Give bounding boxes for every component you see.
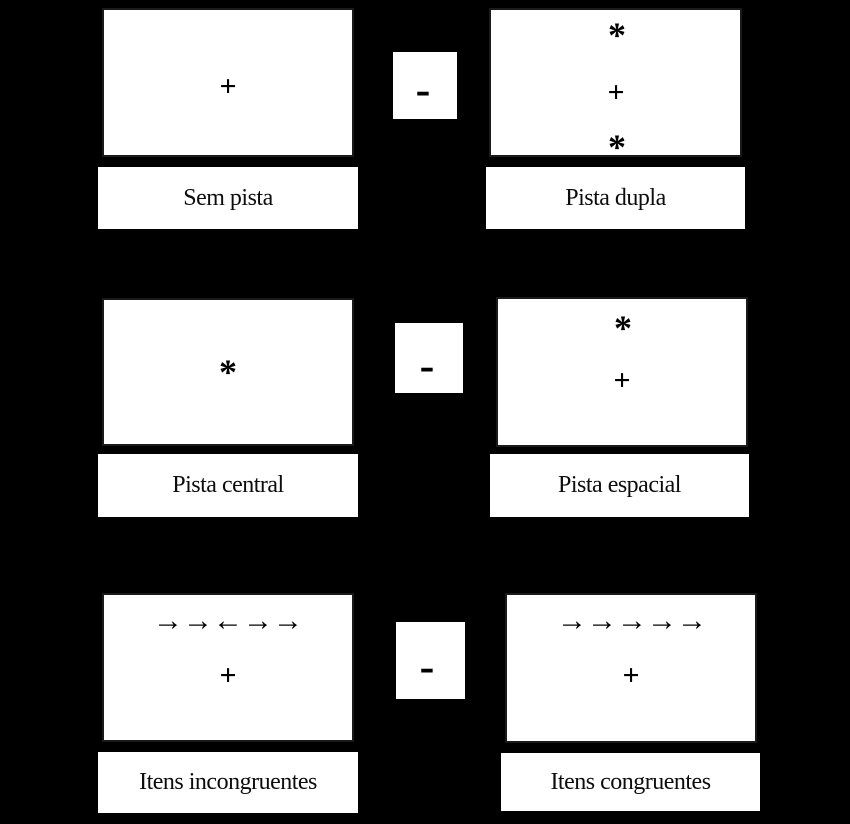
fixation-cross: + bbox=[219, 659, 237, 692]
fixation-cross: + bbox=[219, 70, 237, 103]
condition-label-pista-dupla: Pista dupla bbox=[486, 167, 745, 229]
cue-asterisk-center: * bbox=[219, 352, 237, 392]
stimulus-screen-pista-espacial: * + bbox=[496, 297, 748, 447]
condition-label-text: Pista espacial bbox=[558, 472, 681, 498]
stimulus-screen-pista-central: * bbox=[102, 298, 354, 446]
condition-label-pista-central: Pista central bbox=[98, 454, 358, 517]
stimulus-screen-itens-incongruentes: →→←→→ + bbox=[102, 593, 354, 742]
condition-label-itens-congruentes: Itens congruentes bbox=[501, 753, 760, 811]
minus-sign: - bbox=[415, 65, 431, 114]
stimulus-screen-pista-dupla: * + * bbox=[489, 8, 742, 165]
cue-asterisk-top: * bbox=[608, 15, 626, 55]
minus-operator-box: - bbox=[396, 622, 465, 699]
incongruent-flanker-arrows: →→←→→ bbox=[153, 604, 303, 637]
cue-asterisk-top: * bbox=[614, 308, 632, 348]
minus-sign: - bbox=[419, 642, 435, 691]
minus-operator-box: - bbox=[395, 323, 463, 393]
condition-label-text: Pista central bbox=[172, 472, 284, 498]
condition-label-pista-espacial: Pista espacial bbox=[490, 454, 749, 517]
stimulus-screen-sem-pista: + bbox=[102, 8, 354, 157]
fixation-cross: + bbox=[622, 659, 640, 692]
fixation-cross: + bbox=[607, 76, 625, 109]
congruent-flanker-arrows: →→→→→ bbox=[557, 604, 707, 637]
condition-label-text: Sem pista bbox=[183, 184, 273, 211]
cue-asterisk-bottom: * bbox=[608, 127, 626, 167]
condition-label-text: Itens incongruentes bbox=[139, 769, 317, 795]
fixation-cross: + bbox=[613, 364, 631, 397]
minus-operator-box: - bbox=[393, 52, 457, 119]
minus-sign: - bbox=[419, 341, 435, 390]
condition-label-text: Itens congruentes bbox=[550, 768, 711, 795]
condition-label-sem-pista: Sem pista bbox=[98, 167, 358, 229]
condition-label-itens-incongruentes: Itens incongruentes bbox=[98, 752, 358, 813]
stimulus-screen-itens-congruentes: →→→→→ + bbox=[505, 593, 757, 743]
condition-label-text: Pista dupla bbox=[565, 184, 666, 211]
